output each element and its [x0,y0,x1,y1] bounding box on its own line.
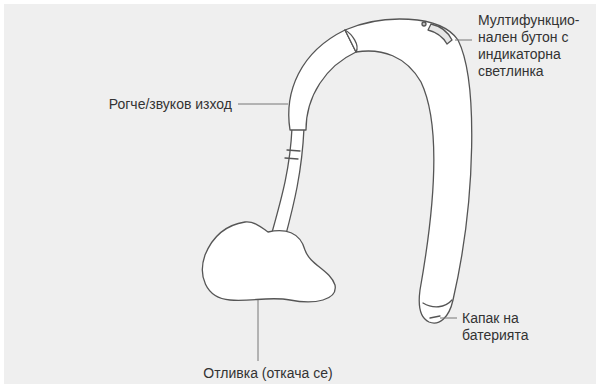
leader-line [440,318,457,319]
part-label: Капак на батерията [462,310,572,344]
tube-ring [285,150,300,159]
battery-door-seam [423,300,452,307]
leader-line [455,40,472,41]
indicator-light [422,22,426,26]
leader-line [238,104,288,105]
multifunction-button [428,24,452,44]
ear-hook [289,30,356,130]
leader-line [258,300,259,361]
battery-door-tab [430,316,440,318]
sound-tube [271,128,304,238]
background-panel [4,4,596,384]
part-label: Мултифункцио- нален бутон с индикаторна … [478,12,590,80]
hook-joint [345,30,357,52]
hearing-aid-body [345,19,472,323]
part-label: Рогче/звуков изход [109,96,232,113]
earmold [202,222,335,302]
part-label: Отливка (откача се) [203,365,332,382]
